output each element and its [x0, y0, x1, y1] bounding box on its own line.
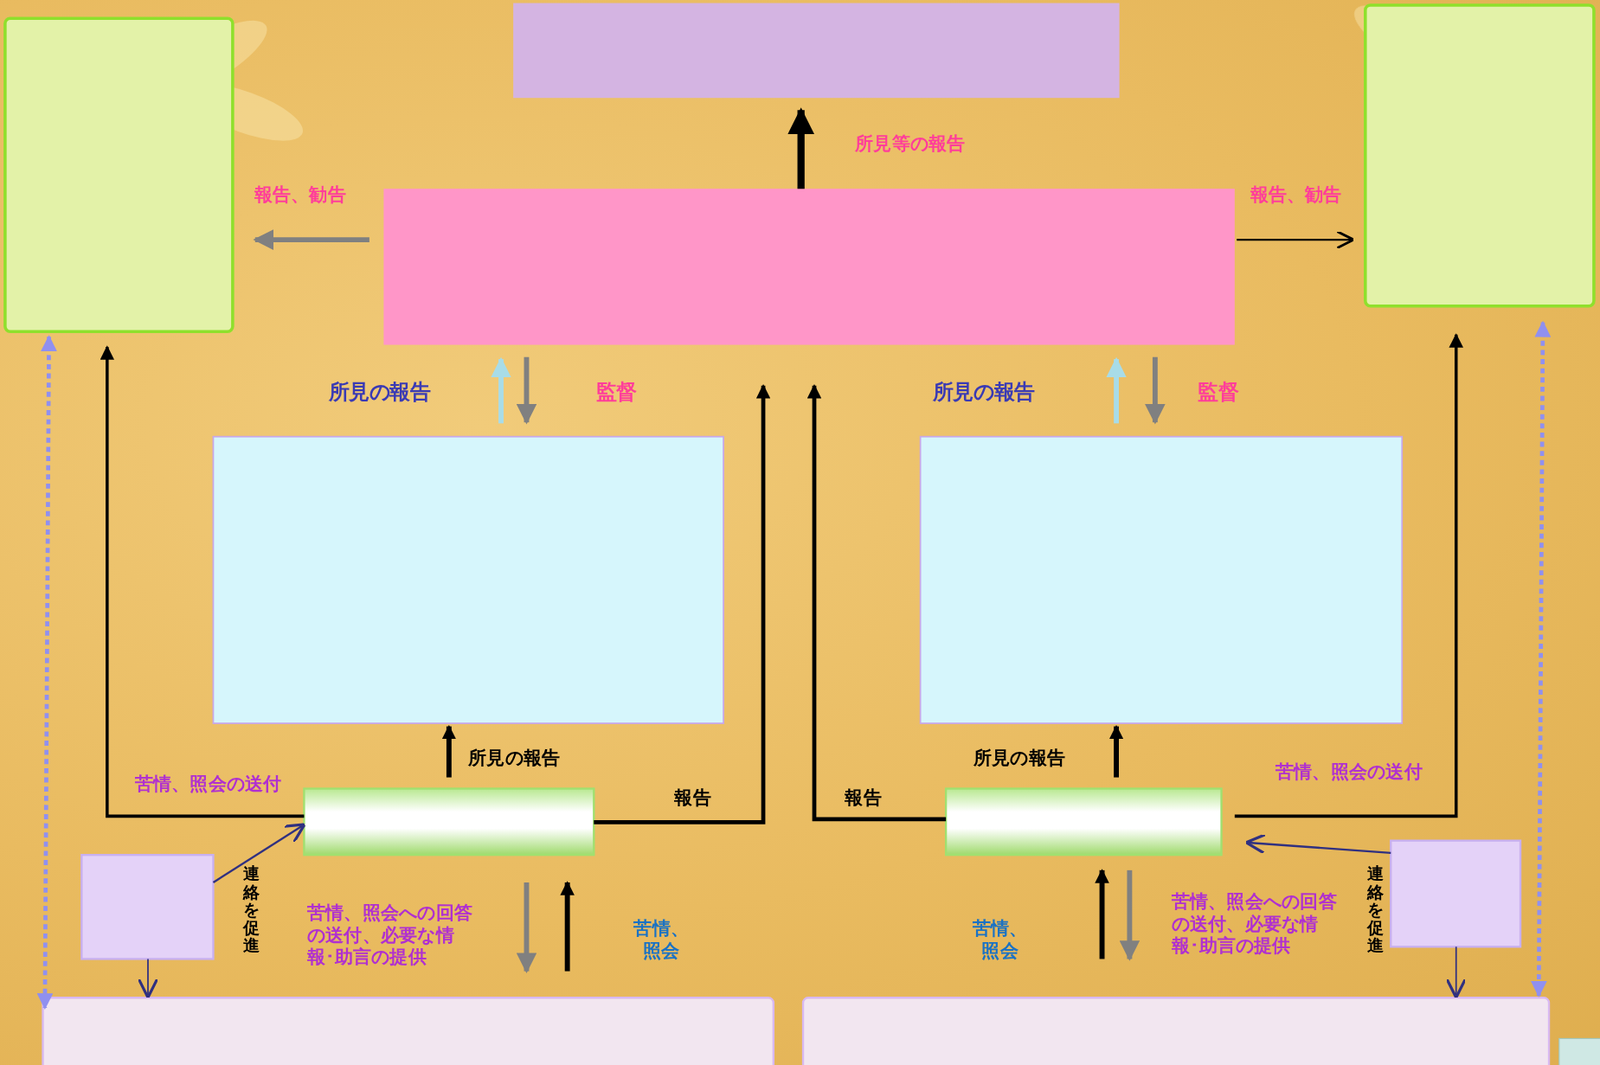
right-small-box	[1390, 841, 1521, 948]
report-label: 報告	[674, 786, 711, 809]
advice-label: 報告、勧告	[254, 183, 347, 206]
report-label: 報告	[844, 786, 881, 809]
advice-label: 報告、勧告	[1250, 183, 1343, 206]
finding-label: 所見の報告	[932, 379, 1035, 405]
forward-label: 苦情、照会の送付	[134, 772, 283, 795]
right-green-box	[1365, 5, 1594, 307]
supervision-label: 監督	[1197, 379, 1239, 405]
reply-label: 苦情、照会への回答の送付、必要な情報･助言の提供	[307, 901, 475, 968]
left-cyan-box	[212, 436, 724, 724]
complaint-label: 苦情、 照会	[963, 917, 1037, 962]
finding-label: 所見の報告	[973, 746, 1066, 769]
bottom-right-band	[803, 997, 1549, 1065]
left-green-box	[5, 18, 233, 332]
bottom-left-band	[43, 997, 774, 1065]
report-label: 所見等の報告	[854, 132, 965, 155]
corner-box	[1559, 1038, 1600, 1065]
forward-label: 苦情、照会の送付	[1275, 760, 1423, 783]
center-box	[383, 188, 1234, 345]
right-cyan-box	[920, 436, 1403, 724]
reply-label: 苦情、照会への回答の送付、必要な情報･助言の提供	[1171, 890, 1339, 957]
top-box	[513, 3, 1119, 99]
left-small-box	[81, 854, 213, 959]
liaison-label: 連絡を促進	[1367, 865, 1384, 956]
finding-label: 所見の報告	[468, 746, 560, 769]
arrows	[44, 109, 1543, 1009]
complaint-label: 苦情、 照会	[624, 917, 699, 962]
left-bar	[303, 789, 594, 856]
finding-label: 所見の報告	[328, 379, 431, 405]
right-bar	[945, 789, 1221, 856]
liaison-label: 連絡を促進	[243, 865, 260, 956]
supervision-label: 監督	[596, 379, 637, 405]
